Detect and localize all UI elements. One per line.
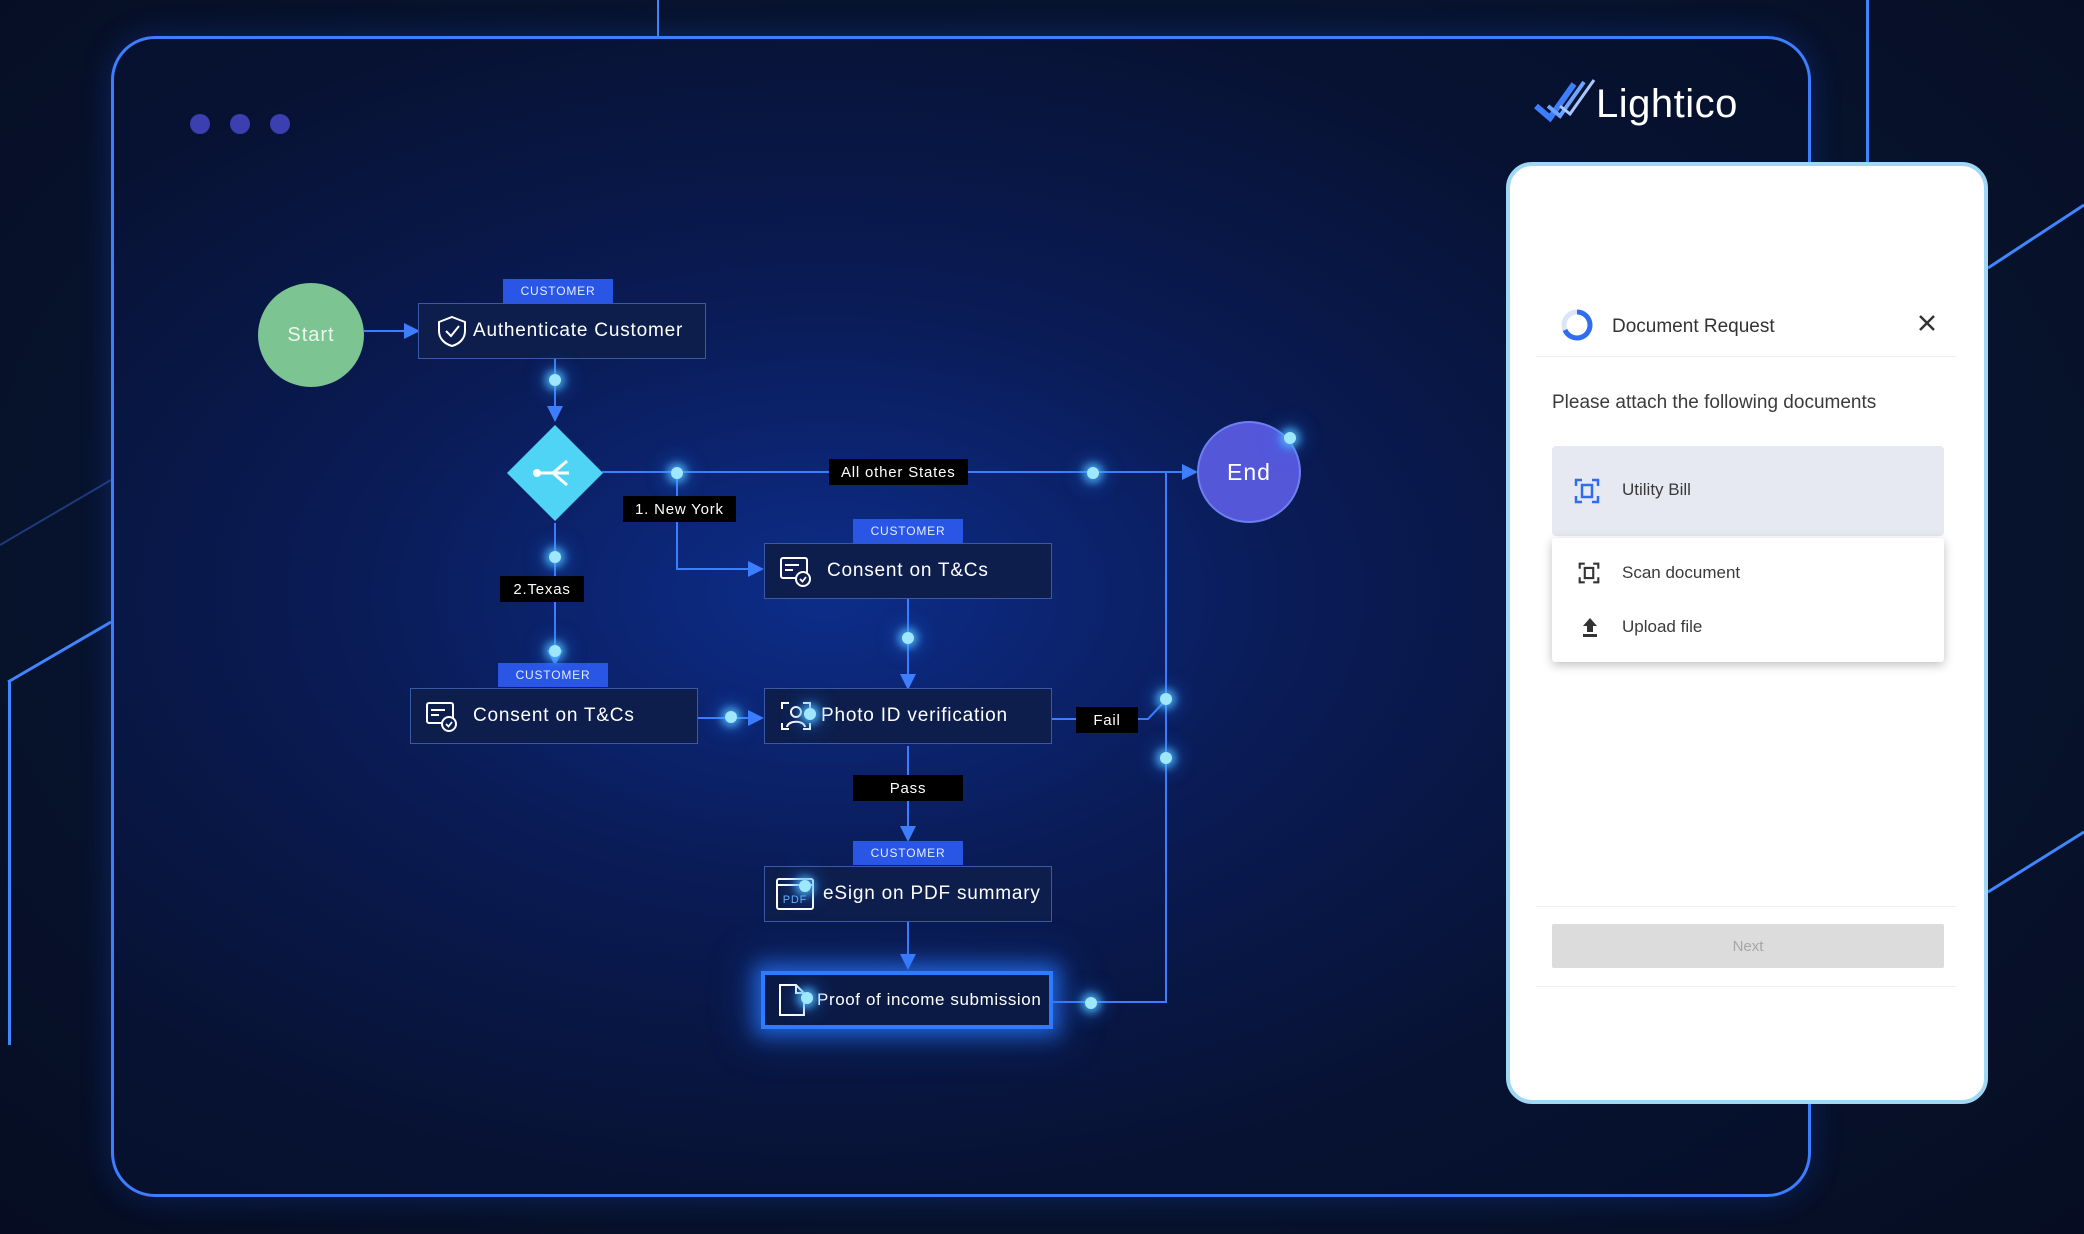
- lightico-logo-icon: [1534, 79, 1596, 123]
- node-authenticate-customer[interactable]: Authenticate Customer: [418, 303, 706, 359]
- flow-dot: [804, 708, 816, 720]
- node-esign-pdf-summary[interactable]: PDF eSign on PDF summary: [764, 866, 1052, 922]
- customer-tag: CUSTOMER: [503, 279, 613, 303]
- node-label: Consent on T&Cs: [473, 705, 635, 726]
- flow-dot: [1160, 693, 1172, 705]
- flow-dot: [1284, 432, 1296, 444]
- document-shield-icon: [426, 702, 457, 732]
- node-consent-texas[interactable]: Consent on T&Cs: [410, 688, 698, 744]
- start-node[interactable]: Start: [258, 283, 364, 387]
- edge-label-fail: Fail: [1076, 707, 1138, 733]
- edge-label-pass: Pass: [853, 775, 963, 801]
- flow-dot: [1085, 997, 1097, 1009]
- pdf-label: PDF: [783, 894, 807, 906]
- document-item-utility-bill[interactable]: Utility Bill: [1552, 446, 1944, 536]
- divider: [1536, 986, 1956, 987]
- flow-dot: [799, 880, 811, 892]
- flow-dot: [549, 645, 561, 657]
- end-node[interactable]: End: [1197, 421, 1301, 523]
- flow-dot: [671, 467, 683, 479]
- flow-dot: [1160, 752, 1172, 764]
- background-line: [657, 0, 659, 36]
- shield-check-icon: [438, 315, 466, 348]
- node-label: Photo ID verification: [821, 705, 1008, 726]
- edge-label-all-other-states: All other States: [829, 459, 968, 485]
- flow-dot: [1087, 467, 1099, 479]
- customer-tag: CUSTOMER: [498, 663, 608, 687]
- menu-item-scan-document[interactable]: Scan document: [1622, 563, 1741, 582]
- phone-mockup: Document Request Please attach the follo…: [1506, 162, 1988, 1104]
- edge-label-new-york: 1. New York: [623, 496, 736, 522]
- flow-dot: [549, 551, 561, 563]
- background-line: [1866, 0, 1869, 162]
- document-options-menu: Scan document Upload file: [1552, 538, 1944, 662]
- scan-icon: [1578, 562, 1600, 584]
- node-label: Consent on T&Cs: [827, 560, 989, 581]
- document-shield-icon: [780, 557, 811, 587]
- node-label: Proof of income submission: [817, 990, 1042, 1009]
- scan-document-icon: [1574, 478, 1600, 504]
- decision-icon: [507, 425, 603, 521]
- edge-label-texas: 2.Texas: [500, 576, 584, 602]
- dialog-title: Document Request: [1612, 316, 1775, 337]
- window-dot: [230, 114, 250, 134]
- brand-name: Lightico: [1596, 82, 1738, 126]
- node-proof-of-income[interactable]: Proof of income submission: [761, 971, 1053, 1029]
- flow-dot: [725, 711, 737, 723]
- close-icon[interactable]: [1916, 312, 1938, 334]
- node-label: eSign on PDF summary: [823, 883, 1041, 904]
- node-photo-id-verification[interactable]: Photo ID verification: [764, 688, 1052, 744]
- window-dot: [270, 114, 290, 134]
- window-dot: [190, 114, 210, 134]
- document-name: Utility Bill: [1622, 480, 1691, 499]
- instructions-text: Please attach the following documents: [1552, 392, 1877, 413]
- flow-dot: [801, 992, 813, 1004]
- node-label: Authenticate Customer: [473, 320, 684, 341]
- customer-tag: CUSTOMER: [853, 519, 963, 543]
- next-button[interactable]: Next: [1552, 924, 1944, 968]
- menu-item-upload-file[interactable]: Upload file: [1622, 617, 1703, 636]
- file-icon: [779, 984, 805, 1016]
- node-consent-new-york[interactable]: Consent on T&Cs: [764, 543, 1052, 599]
- face-scan-icon: [781, 702, 811, 730]
- upload-icon: [1583, 618, 1597, 637]
- background-line: [8, 680, 11, 1045]
- flow-dot: [902, 632, 914, 644]
- flow-dot: [549, 374, 561, 386]
- progress-spinner-icon: [1561, 309, 1593, 341]
- divider: [1536, 906, 1956, 907]
- customer-tag: CUSTOMER: [853, 841, 963, 865]
- document-request-header: Document Request: [1536, 286, 1956, 357]
